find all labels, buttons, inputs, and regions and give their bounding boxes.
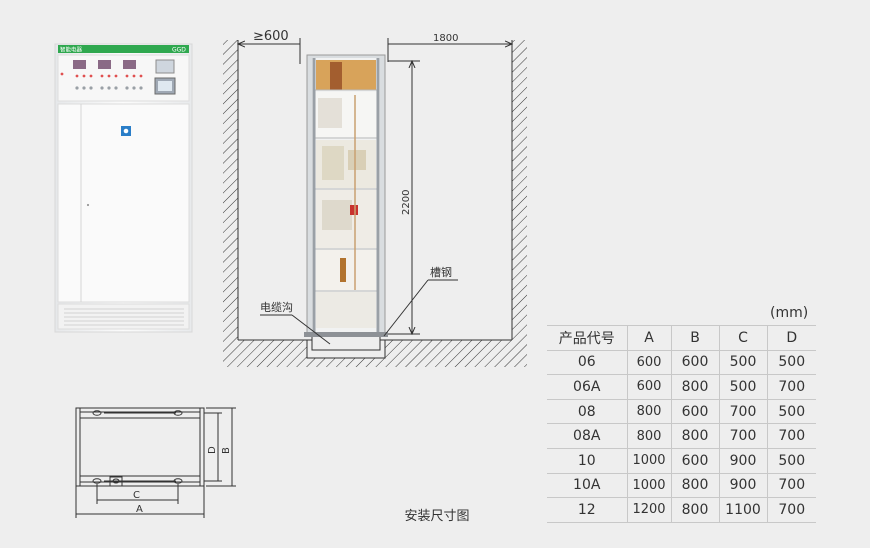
indicator-lights xyxy=(60,72,143,78)
cell-c: 700 xyxy=(718,423,767,449)
cell-code: 10A xyxy=(547,472,627,498)
height-label: 2200 xyxy=(401,190,412,215)
cell-b: 600 xyxy=(670,447,719,474)
table-unit: (mm) xyxy=(770,305,809,321)
cell-d: 700 xyxy=(766,472,816,498)
cell-a: 800 xyxy=(626,423,671,449)
mounting-hole xyxy=(173,478,183,484)
header-product-code: 产品代号 xyxy=(547,325,627,351)
mounting-hole xyxy=(92,410,102,416)
base-frame xyxy=(75,407,205,487)
cell-a: 600 xyxy=(626,349,671,375)
dimension-table: 产品代号 A B C D 06 600 600 500 500 06A 600 … xyxy=(547,325,816,523)
dim-label-c: C xyxy=(133,490,140,501)
cell-d: 500 xyxy=(766,447,816,474)
header-b: B xyxy=(670,325,719,351)
drawing-caption: 安装尺寸图 xyxy=(404,509,470,524)
clearance-label: ≥600 xyxy=(253,29,289,44)
table-row: 10 1000 600 900 500 xyxy=(547,447,816,474)
table-row: 12 1200 800 1100 700 xyxy=(547,497,816,523)
cell-c: 700 xyxy=(718,398,767,424)
header-d: D xyxy=(766,325,816,351)
power-meter-display xyxy=(155,59,175,74)
cell-b: 800 xyxy=(670,472,719,498)
dim-label-b: B xyxy=(221,447,232,454)
cell-b: 600 xyxy=(670,398,719,424)
cell-a: 600 xyxy=(626,374,671,400)
room-depth-label: 1800 xyxy=(433,33,458,44)
cell-code: 08A xyxy=(547,423,627,449)
cell-b: 800 xyxy=(670,497,719,523)
vent-louvers xyxy=(64,308,184,326)
table-row: 08 800 600 700 500 xyxy=(547,398,816,424)
cell-b: 600 xyxy=(670,349,719,375)
table-row: 10A 1000 800 900 700 xyxy=(547,472,816,498)
cabinet-door xyxy=(57,103,190,303)
cell-a: 1000 xyxy=(626,472,671,498)
cell-d: 500 xyxy=(766,398,816,424)
door-handle-icon xyxy=(86,203,90,207)
cell-c: 900 xyxy=(718,472,767,498)
header-a: A xyxy=(626,325,671,351)
cell-d: 700 xyxy=(766,374,816,400)
cabinet-model-label: GGD xyxy=(172,47,186,54)
cell-d: 700 xyxy=(766,497,816,523)
mounting-hole xyxy=(92,478,102,484)
cabinet-top-strip xyxy=(58,45,189,53)
table-row: 06 600 600 500 500 xyxy=(547,349,816,375)
header-c: C xyxy=(718,325,767,351)
cell-a: 800 xyxy=(626,398,671,424)
mounting-hole xyxy=(173,410,183,416)
dim-label-a: A xyxy=(136,504,143,515)
cable-trench-label: 电缆沟 xyxy=(260,301,293,314)
channel-steel-label: 槽钢 xyxy=(430,266,452,279)
cell-a: 1200 xyxy=(626,497,671,523)
cell-b: 800 xyxy=(670,423,719,449)
cell-code: 06A xyxy=(547,374,627,400)
table-header-row: 产品代号 A B C D xyxy=(547,325,816,351)
cell-c: 1100 xyxy=(718,497,767,523)
cell-code: 06 xyxy=(547,349,627,375)
switch-row xyxy=(75,86,143,90)
cell-b: 800 xyxy=(670,374,719,400)
cabinet-brand-label: 智能电器 xyxy=(60,46,83,54)
table-row: 08A 800 800 700 700 xyxy=(547,423,816,449)
cabinet-frame xyxy=(304,54,388,337)
cell-a: 1000 xyxy=(626,447,671,474)
cell-d: 700 xyxy=(766,423,816,449)
cell-c: 500 xyxy=(718,349,767,375)
cell-code: 12 xyxy=(547,497,627,523)
dim-label-d: D xyxy=(207,446,218,454)
cell-c: 900 xyxy=(718,447,767,474)
right-wall xyxy=(512,40,527,340)
cell-code: 08 xyxy=(547,398,627,424)
table-row: 06A 600 800 500 700 xyxy=(547,374,816,400)
cell-d: 500 xyxy=(766,349,816,375)
cell-c: 500 xyxy=(718,374,767,400)
left-wall xyxy=(223,40,238,340)
meter-row xyxy=(73,59,176,95)
cell-code: 10 xyxy=(547,447,627,474)
